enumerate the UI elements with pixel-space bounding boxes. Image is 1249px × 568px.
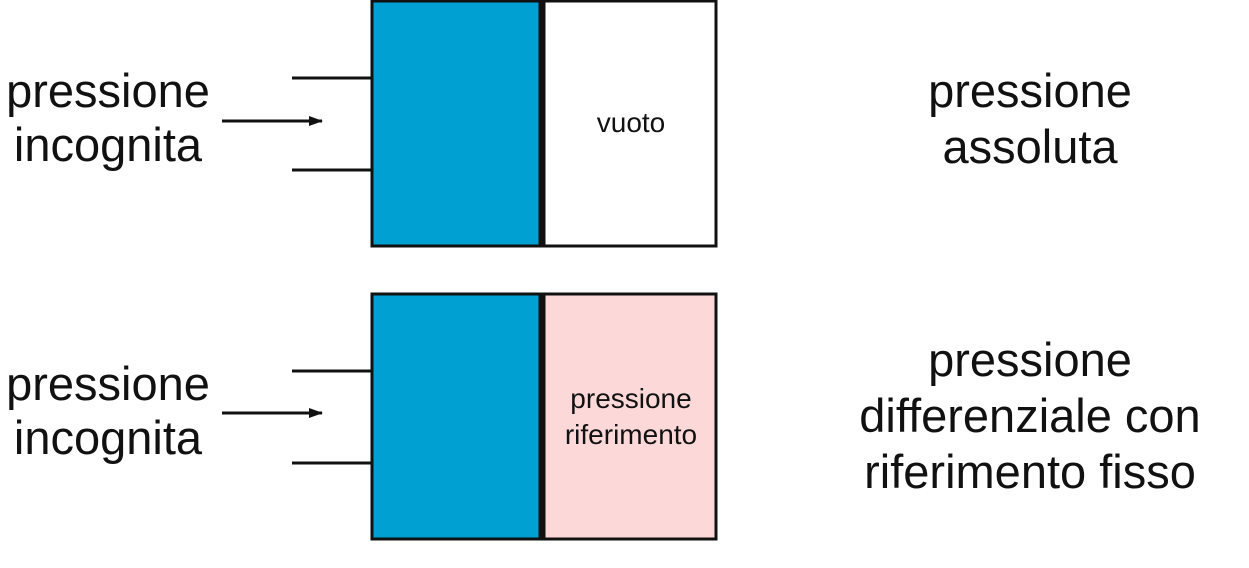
row-absolute	[222, 0, 718, 248]
vacuum-label: vuoto	[546, 105, 716, 141]
label-line: riferimento fisso	[864, 445, 1196, 498]
label-line: riferimento	[564, 419, 698, 450]
unknown-pressure-label: pressione incognita	[0, 357, 226, 465]
absolute-pressure-label: pressione assoluta	[820, 63, 1240, 175]
label-line: incognita	[13, 411, 203, 464]
reference-pressure-label: pressione riferimento	[546, 381, 716, 453]
label-line: pressione	[6, 357, 210, 410]
label-line: pressione	[6, 64, 210, 117]
label-line: pressione	[928, 333, 1132, 386]
label-line: incognita	[13, 118, 203, 171]
row-differential	[222, 292, 718, 541]
differential-pressure-label: pressione differenziale con riferimento …	[820, 332, 1240, 500]
label-line: assoluta	[942, 120, 1118, 173]
vacuum-chamber	[540, 0, 718, 248]
unknown-pressure-label: pressione incognita	[0, 64, 226, 172]
fluid-chamber	[370, 292, 544, 541]
label-line: differenziale con	[859, 389, 1201, 442]
label-line: pressione	[928, 64, 1132, 117]
label-line: vuoto	[596, 107, 666, 138]
label-line: pressione	[570, 383, 692, 414]
fluid-chamber	[370, 0, 544, 248]
